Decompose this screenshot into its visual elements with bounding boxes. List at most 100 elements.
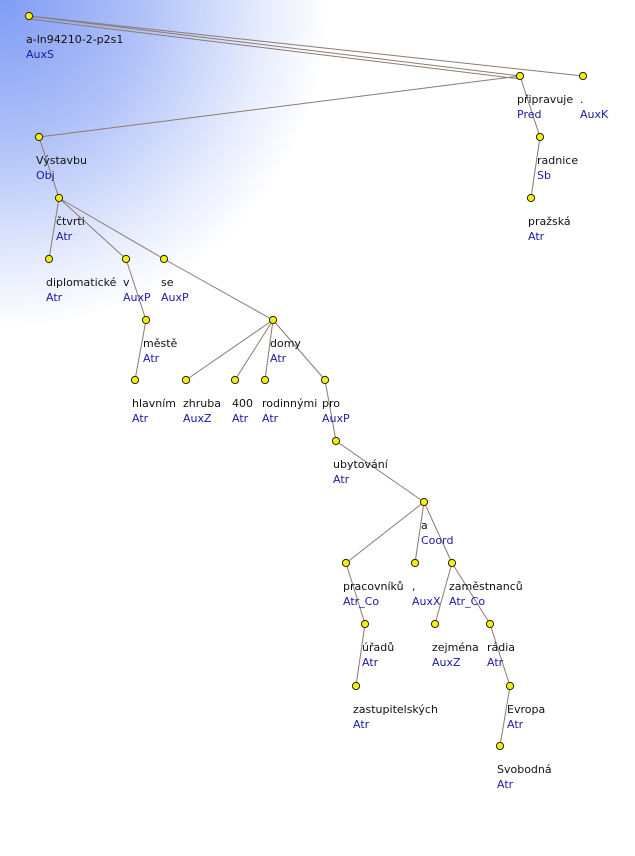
node-radia[interactable] (485, 619, 495, 629)
func-label-uradu: Atr (362, 656, 379, 669)
edge-pracovniku-uradu (345, 562, 366, 625)
func-label-radnice: Sb (537, 169, 551, 182)
node-evropa[interactable] (505, 681, 515, 691)
word-label-diplomaticke: diplomatické (46, 276, 117, 289)
edge-radia-evropa (489, 623, 511, 687)
node-a[interactable] (419, 497, 429, 507)
word-label-zamestnancu: zaměstnanců (449, 580, 523, 593)
node-svobodna[interactable] (495, 741, 505, 751)
func-label-prazska: Atr (528, 230, 545, 243)
edge-domy-pro (272, 319, 326, 381)
node-ctvrti[interactable] (54, 193, 64, 203)
edge-a-comma (414, 501, 425, 564)
edge-radnice-prazska (530, 136, 541, 199)
edge-zamestnancu-radia (451, 562, 491, 625)
node-dot[interactable] (578, 71, 588, 81)
word-label-prazska: pražská (528, 215, 571, 228)
edge-root-pripravuje-double (28, 18, 521, 80)
edge-pripravuje-radnice (519, 75, 541, 138)
node-zejmena[interactable] (430, 619, 440, 629)
word-label-v: v (123, 276, 130, 289)
func-label-pracovniku: Atr_Co (343, 595, 379, 608)
node-pracovniku[interactable] (341, 558, 351, 568)
word-label-ctvrti: čtvrti (56, 215, 85, 228)
func-label-zastupitelskych: Atr (353, 718, 370, 731)
edge-pripravuje-vystavbu (38, 75, 521, 138)
func-label-v: AuxP (123, 291, 151, 304)
tree-labels: a-ln94210-2-p2s1AuxSpřipravujePred.AuxKr… (26, 33, 609, 791)
word-label-dot: . (580, 93, 584, 106)
word-label-comma: , (412, 580, 416, 593)
func-label-zhruba: AuxZ (183, 412, 212, 425)
node-hlavnim[interactable] (130, 375, 140, 385)
node-meste[interactable] (141, 315, 151, 325)
edge-root-pripravuje (28, 15, 521, 77)
tree-nodes (24, 11, 588, 751)
node-zastupitelskych[interactable] (351, 681, 361, 691)
func-label-rodinnymi: Atr (262, 412, 279, 425)
node-ubytovani[interactable] (331, 436, 341, 446)
word-label-se: se (161, 276, 174, 289)
node-pripravuje[interactable] (515, 71, 525, 81)
node-domy[interactable] (268, 315, 278, 325)
func-label-vystavbu: Obj (36, 169, 55, 182)
word-label-zejmena: zejména (432, 641, 479, 654)
func-label-ubytovani: Atr (333, 473, 350, 486)
node-se[interactable] (159, 254, 169, 264)
edge-vystavbu-ctvrti (38, 136, 60, 199)
func-label-comma: AuxX (412, 595, 441, 608)
edge-meste-hlavnim (134, 319, 147, 381)
word-label-rodinnymi: rodinnými (262, 397, 317, 410)
edge-pro-ubytovani (324, 379, 337, 442)
func-label-n400: Atr (232, 412, 249, 425)
edge-se-domy (163, 258, 274, 321)
edge-evropa-svobodna (499, 685, 511, 747)
node-pro[interactable] (320, 375, 330, 385)
func-label-pro: AuxP (322, 412, 350, 425)
node-zhruba[interactable] (181, 375, 191, 385)
func-label-meste: Atr (143, 352, 160, 365)
word-label-zastupitelskych: zastupitelských (353, 703, 438, 716)
word-label-hlavnim: hlavním (132, 397, 176, 410)
word-label-evropa: Evropa (507, 703, 545, 716)
word-label-n400: 400 (232, 397, 253, 410)
word-label-radia: rádia (487, 641, 515, 654)
func-label-radia: Atr (487, 656, 504, 669)
edge-a-pracovniku (345, 501, 425, 564)
node-radnice[interactable] (535, 132, 545, 142)
func-label-diplomaticke: Atr (46, 291, 63, 304)
node-root[interactable] (24, 11, 34, 21)
node-vystavbu[interactable] (34, 132, 44, 142)
edge-v-meste (125, 258, 147, 321)
word-label-a: a (421, 519, 428, 532)
word-label-domy: domy (270, 337, 301, 350)
node-v[interactable] (121, 254, 131, 264)
word-label-pro: pro (322, 397, 340, 410)
func-label-domy: Atr (270, 352, 287, 365)
func-label-hlavnim: Atr (132, 412, 149, 425)
word-label-pracovniku: pracovníků (343, 580, 404, 593)
edge-uradu-zastupitelskych (355, 623, 366, 687)
node-n400[interactable] (230, 375, 240, 385)
tree-edges (28, 15, 584, 747)
node-prazska[interactable] (526, 193, 536, 203)
func-label-se: AuxP (161, 291, 189, 304)
edge-root-dot (28, 15, 584, 77)
func-label-pripravuje: Pred (517, 108, 541, 121)
word-label-meste: městě (143, 337, 178, 350)
func-label-ctvrti: Atr (56, 230, 73, 243)
word-label-uradu: úřadů (362, 641, 394, 654)
node-diplomaticke[interactable] (44, 254, 54, 264)
word-label-vystavbu: Výstavbu (36, 154, 87, 167)
node-uradu[interactable] (360, 619, 370, 629)
node-zamestnancu[interactable] (447, 558, 457, 568)
func-label-dot: AuxK (580, 108, 609, 121)
edge-a-zamestnancu (423, 501, 453, 564)
word-label-pripravuje: připravuje (517, 93, 573, 106)
word-label-radnice: radnice (537, 154, 578, 167)
word-label-zhruba: zhruba (183, 397, 221, 410)
edge-domy-zhruba (185, 319, 274, 381)
node-rodinnymi[interactable] (260, 375, 270, 385)
node-comma[interactable] (410, 558, 420, 568)
